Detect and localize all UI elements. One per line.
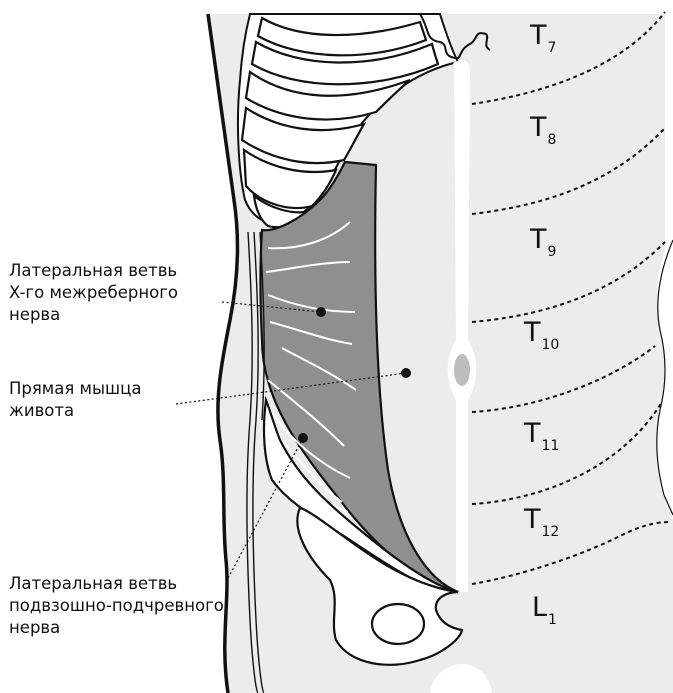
callout-rectus-abdominis: Прямая мышца живота	[9, 378, 141, 422]
dermatome-letter: T	[524, 504, 541, 535]
callout-line: Латеральная ветвь	[9, 573, 224, 595]
dermatome-label-t9: T9	[530, 224, 556, 255]
dermatome-number: 11	[542, 438, 560, 454]
dermatome-letter: T	[530, 20, 547, 51]
dermatome-letter: T	[524, 317, 541, 348]
dermatome-label-t7: T7	[530, 20, 556, 51]
dermatome-label-t8: T8	[530, 112, 556, 143]
callout-line: Латеральная ветвь	[9, 260, 178, 282]
callout-line: X-го межреберного	[9, 282, 178, 304]
dermatome-letter: T	[524, 418, 541, 449]
dermatome-number: 10	[542, 337, 560, 353]
dermatome-number: 12	[542, 524, 560, 540]
dermatome-number: 8	[548, 132, 557, 148]
callout-lateral-iliohypogastric: Латеральная ветвь подвзошно-подчревного …	[9, 573, 224, 639]
dermatome-label-t11: T11	[524, 418, 559, 449]
dermatome-letter: L	[532, 592, 547, 623]
dermatome-letter: T	[530, 224, 547, 255]
umbilicus	[454, 354, 470, 386]
dermatome-letter: T	[530, 112, 547, 143]
callout-line: подвзошно-подчревного	[9, 595, 224, 617]
dot-rectus	[401, 368, 411, 378]
callout-line: Прямая мышца	[9, 378, 141, 400]
callout-line: нерва	[9, 617, 224, 639]
dermatome-label-t10: T10	[524, 317, 559, 348]
dermatome-number: 1	[548, 612, 557, 628]
obturator-foramen	[372, 604, 424, 644]
dermatome-number: 9	[548, 244, 557, 260]
dermatome-label-l1: L1	[532, 592, 557, 623]
callout-lateral-x-intercostal: Латеральная ветвь X-го межреберного нерв…	[9, 260, 178, 326]
dot-lateral-ilio	[298, 433, 308, 443]
dermatome-label-t12: T12	[524, 504, 559, 535]
callout-line: нерва	[9, 304, 178, 326]
dot-lateral-x	[316, 307, 326, 317]
callout-line: живота	[9, 400, 141, 422]
dermatome-number: 7	[548, 40, 557, 56]
